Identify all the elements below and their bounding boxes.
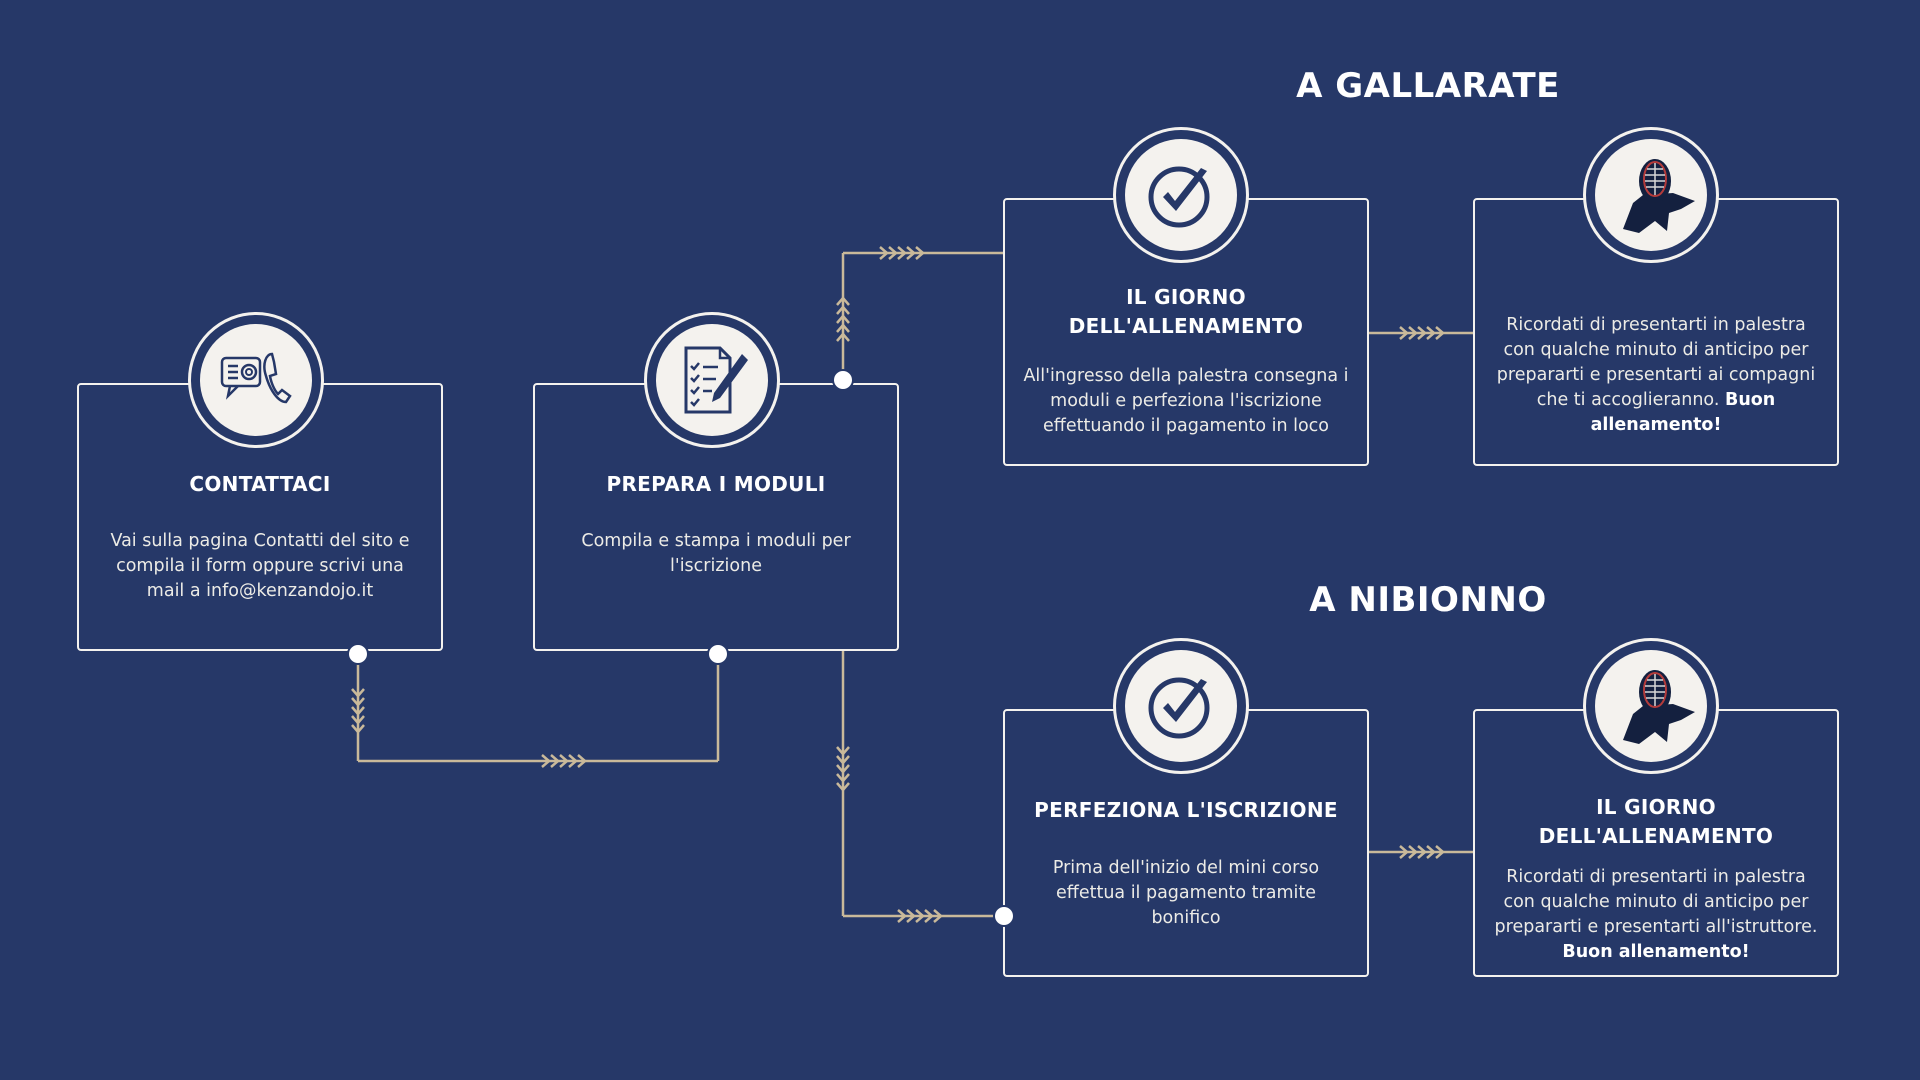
- card-description: Ricordati di presentarti in palestra con…: [1489, 865, 1823, 965]
- arrow-chevrons: [1399, 845, 1445, 859]
- checkmark-icon: [1148, 166, 1210, 228]
- connector-dot: [832, 369, 854, 391]
- kendo-mask-icon: [1623, 670, 1695, 744]
- card-description: Prima dell'inizio del mini corso effettu…: [1052, 858, 1320, 928]
- contact-icon: [220, 352, 292, 404]
- connector-dot: [993, 905, 1015, 927]
- card-title-line2: DELL'ALLENAMENTO: [1068, 314, 1304, 338]
- card-title: CONTATTACI: [189, 472, 331, 496]
- card-title-line1: IL GIORNO: [1126, 285, 1246, 309]
- card-description: All'ingresso della palestra consegna i m…: [1023, 366, 1349, 436]
- connector-dot: [347, 643, 369, 665]
- card-description-text: Ricordati di presentarti in palestra con…: [1496, 315, 1816, 410]
- heading-gallarate: A GALLARATE: [1296, 66, 1560, 106]
- connector-dot: [707, 643, 729, 665]
- arrow-chevrons: [836, 296, 850, 342]
- card-title-line1: IL GIORNO: [1596, 795, 1716, 819]
- card-title: PREPARA I MODULI: [606, 472, 826, 496]
- kendo-mask-icon-badge: [1583, 638, 1719, 774]
- card-description: Vai sulla pagina Contatti del sito e com…: [110, 531, 410, 601]
- card-title-line2: DELL'ALLENAMENTO: [1538, 824, 1774, 848]
- card-description-bold: Buon allenamento!: [1590, 390, 1776, 435]
- card-gallarate-giorno: IL GIORNO DELL'ALLENAMENTO All'ingresso …: [1003, 198, 1369, 466]
- card-title: IL GIORNO DELL'ALLENAMENTO: [1475, 793, 1837, 851]
- card-contattaci: CONTATTACI Vai sulla pagina Contatti del…: [77, 383, 443, 651]
- card-description-text: Ricordati di presentarti in palestra con…: [1494, 867, 1818, 937]
- kendo-mask-icon-badge: [1583, 127, 1719, 263]
- form-icon-badge: [644, 312, 780, 448]
- card-title: PERFEZIONA L'ISCRIZIONE: [1034, 798, 1338, 822]
- heading-nibionno: A NIBIONNO: [1309, 580, 1547, 620]
- card-gallarate-ricorda: Ricordati di presentarti in palestra con…: [1473, 198, 1839, 466]
- card-nibionno-giorno: IL GIORNO DELL'ALLENAMENTO Ricordati di …: [1473, 709, 1839, 977]
- arrow-chevrons: [897, 909, 943, 923]
- card-description: Compila e stampa i moduli per l'iscrizio…: [581, 531, 851, 576]
- card-prepara-moduli: PREPARA I MODULI Compila e stampa i modu…: [533, 383, 899, 651]
- arrow-chevrons: [541, 754, 587, 768]
- kendo-mask-icon: [1623, 159, 1695, 233]
- contact-icon-badge: [188, 312, 324, 448]
- checkmark-icon-badge: [1113, 638, 1249, 774]
- form-document-icon: [684, 346, 748, 414]
- card-perfeziona-iscrizione: PERFEZIONA L'ISCRIZIONE Prima dell'inizi…: [1003, 709, 1369, 977]
- card-description-bold: Buon allenamento!: [1562, 942, 1750, 962]
- arrow-chevrons: [879, 246, 925, 260]
- arrow-chevrons: [836, 746, 850, 792]
- card-description: Ricordati di presentarti in palestra con…: [1489, 313, 1823, 438]
- arrow-chevrons: [351, 688, 365, 734]
- checkmark-icon: [1148, 677, 1210, 739]
- card-title: IL GIORNO DELL'ALLENAMENTO: [1005, 283, 1367, 341]
- checkmark-icon-badge: [1113, 127, 1249, 263]
- arrow-chevrons: [1399, 326, 1445, 340]
